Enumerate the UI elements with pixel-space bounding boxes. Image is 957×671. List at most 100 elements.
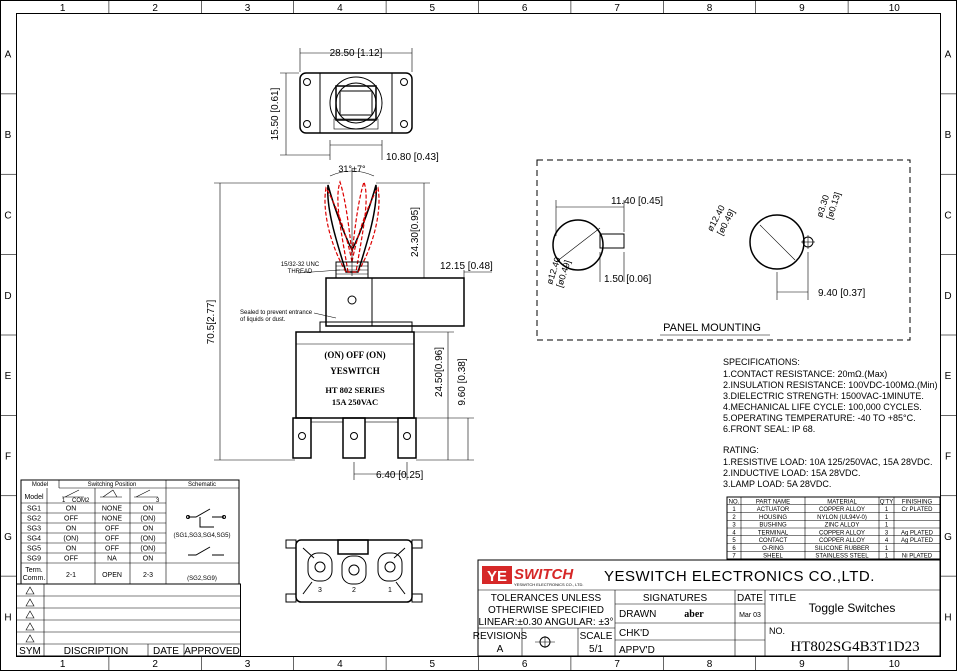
model-cell: SG5 bbox=[27, 546, 41, 553]
term-cell-1: 2-1 bbox=[66, 572, 76, 579]
frame-row-right: C bbox=[944, 210, 951, 221]
frame-col-bottom: 5 bbox=[430, 659, 436, 670]
body-line4: 15A 250VAC bbox=[332, 397, 378, 407]
model-cell: (ON) bbox=[63, 536, 78, 543]
top-view bbox=[280, 48, 413, 160]
schematic-header: Schematic bbox=[188, 482, 216, 488]
part-number: HT802SG4B3T1D23 bbox=[790, 639, 919, 655]
thread-line1: 15/32-32 UNC bbox=[281, 262, 320, 268]
rev-sym: SYM bbox=[19, 646, 41, 657]
specs-list: 1.CONTACT RESISTANCE: 20mΩ.(Max)2.INSULA… bbox=[723, 369, 937, 434]
model-cell: NONE bbox=[102, 516, 123, 523]
brand-logo-ye: YE bbox=[487, 568, 507, 585]
parts-cell: COPPER ALLOY bbox=[819, 538, 865, 544]
parts-cell: COPPER ALLOY bbox=[819, 507, 865, 513]
frame-row-left: G bbox=[4, 532, 12, 543]
spec-line: 4.MECHANICAL LIFE CYCLE: 100,000 CYCLES. bbox=[723, 402, 922, 412]
parts-cell: 2 bbox=[732, 515, 736, 521]
parts-cell: BUSHING bbox=[759, 523, 787, 529]
spec-line: 3.DIELECTRIC STRENGTH: 1500VAC-1MINUTE. bbox=[723, 391, 924, 401]
pos-label-com: COM bbox=[72, 498, 86, 504]
spec-line: 2.INSULATION RESISTANCE: 100VDC-100MΩ.(M… bbox=[723, 380, 937, 390]
tolerance-line2: OTHERWISE SPECIFIED bbox=[488, 605, 604, 616]
parts-cell: 1 bbox=[885, 554, 889, 560]
parts-header: NO. bbox=[729, 499, 740, 505]
model-cell: SG4 bbox=[27, 536, 41, 543]
frame-row-right: B bbox=[945, 130, 952, 141]
frame-row-right: G bbox=[944, 532, 952, 543]
parts-cell: SHEEL bbox=[763, 554, 783, 560]
parts-cell: ZINC ALLOY bbox=[825, 523, 860, 529]
body-line2: YESWITCH bbox=[330, 366, 380, 376]
pin-2: 2 bbox=[352, 587, 356, 594]
dim-height-top: 15.50 [0.61] bbox=[270, 87, 281, 140]
frame-col-bottom: 2 bbox=[152, 659, 158, 670]
frame-col-top: 4 bbox=[337, 3, 343, 14]
frame-row-right: H bbox=[944, 612, 951, 623]
model-cell: (ON) bbox=[140, 536, 155, 543]
parts-cell: 3 bbox=[732, 523, 736, 529]
parts-cell: CONTACT bbox=[759, 538, 788, 544]
model-cell: ON bbox=[143, 556, 154, 563]
frame-row-left: F bbox=[5, 452, 11, 463]
model-cell: SG2 bbox=[27, 516, 41, 523]
model-cell: OFF bbox=[105, 526, 119, 533]
model-cell: OFF bbox=[105, 536, 119, 543]
parts-header: PART NAME bbox=[756, 499, 790, 505]
parts-cell: 3 bbox=[885, 530, 889, 536]
parts-cell: O-RING bbox=[762, 546, 784, 552]
panel-mounting bbox=[536, 159, 911, 341]
parts-header: FINISHING bbox=[902, 499, 933, 505]
company-name: YESWITCH ELECTRONICS CO.,LTD. bbox=[604, 568, 875, 585]
parts-cell: NYLON (UL94V-0) bbox=[817, 515, 867, 521]
frame-col-bottom: 10 bbox=[889, 659, 901, 670]
revision-table bbox=[16, 583, 241, 657]
dim-width-small: 10.80 [0.43] bbox=[386, 152, 439, 163]
frame-col-bottom: 9 bbox=[799, 659, 805, 670]
panel-title: PANEL MOUNTING bbox=[663, 322, 761, 334]
body-line3: HT 802 SERIES bbox=[325, 385, 385, 395]
spec-line: 5.OPERATING TEMPERATURE: -40 TO +85°C. bbox=[723, 413, 916, 423]
frame-row-left: C bbox=[4, 210, 11, 221]
parts-cell: COPPER ALLOY bbox=[819, 530, 865, 536]
frame-row-left: D bbox=[4, 291, 11, 302]
dim-lever: 24.30[0.95] bbox=[410, 207, 421, 257]
model-col-header: Model bbox=[24, 494, 44, 501]
signatures-label: SIGNATURES bbox=[643, 593, 708, 604]
model-table bbox=[20, 479, 240, 585]
spec-line: 6.FRONT SEAL: IP 68. bbox=[723, 424, 815, 434]
frame-row-left: A bbox=[5, 50, 12, 61]
frame-row-left: B bbox=[5, 130, 12, 141]
dim-body: 24.50[0.96] bbox=[434, 347, 445, 397]
frame-col-top: 6 bbox=[522, 3, 528, 14]
parts-cell: Ni PLATED bbox=[902, 554, 933, 560]
date-label: DATE bbox=[737, 593, 763, 604]
drawn-date: Mar 03 bbox=[739, 612, 761, 619]
parts-cell: HOUSING bbox=[759, 515, 787, 521]
rating-list: 1.RESISTIVE LOAD: 10A 125/250VAC, 15A 28… bbox=[723, 457, 932, 489]
frame-col-bottom: 1 bbox=[60, 659, 66, 670]
parts-cell: STAINLESS STEEL bbox=[815, 554, 869, 560]
frame-col-top: 3 bbox=[245, 3, 251, 14]
frame-row-right: D bbox=[944, 291, 951, 302]
body-line1: (ON) OFF (ON) bbox=[324, 350, 385, 360]
frame-col-bottom: 7 bbox=[614, 659, 620, 670]
frame-col-top: 2 bbox=[152, 3, 158, 14]
term-label-2: Comm. bbox=[23, 575, 46, 582]
no-label: NO. bbox=[769, 626, 785, 636]
model-cell: OFF bbox=[64, 516, 78, 523]
model-cell: ON bbox=[143, 526, 154, 533]
parts-cell: 4 bbox=[885, 538, 889, 544]
tolerance-line3: LINEAR:±0.30 ANGULAR: ±3° bbox=[478, 617, 613, 628]
bottom-view bbox=[285, 539, 423, 603]
seal-line2: of liquids or dust. bbox=[240, 317, 286, 323]
parts-cell: 7 bbox=[732, 554, 736, 560]
term-cell-3: 2-3 bbox=[143, 572, 153, 579]
parts-table bbox=[726, 496, 941, 560]
pos-label-3: 3 bbox=[156, 498, 160, 504]
frame-col-top: 1 bbox=[60, 3, 66, 14]
model-cell: ON bbox=[66, 506, 77, 513]
parts-cell: Ag PLATED bbox=[901, 538, 934, 544]
parts-header: Q'TY bbox=[880, 499, 893, 505]
pos-label-2: 2 bbox=[86, 498, 90, 504]
